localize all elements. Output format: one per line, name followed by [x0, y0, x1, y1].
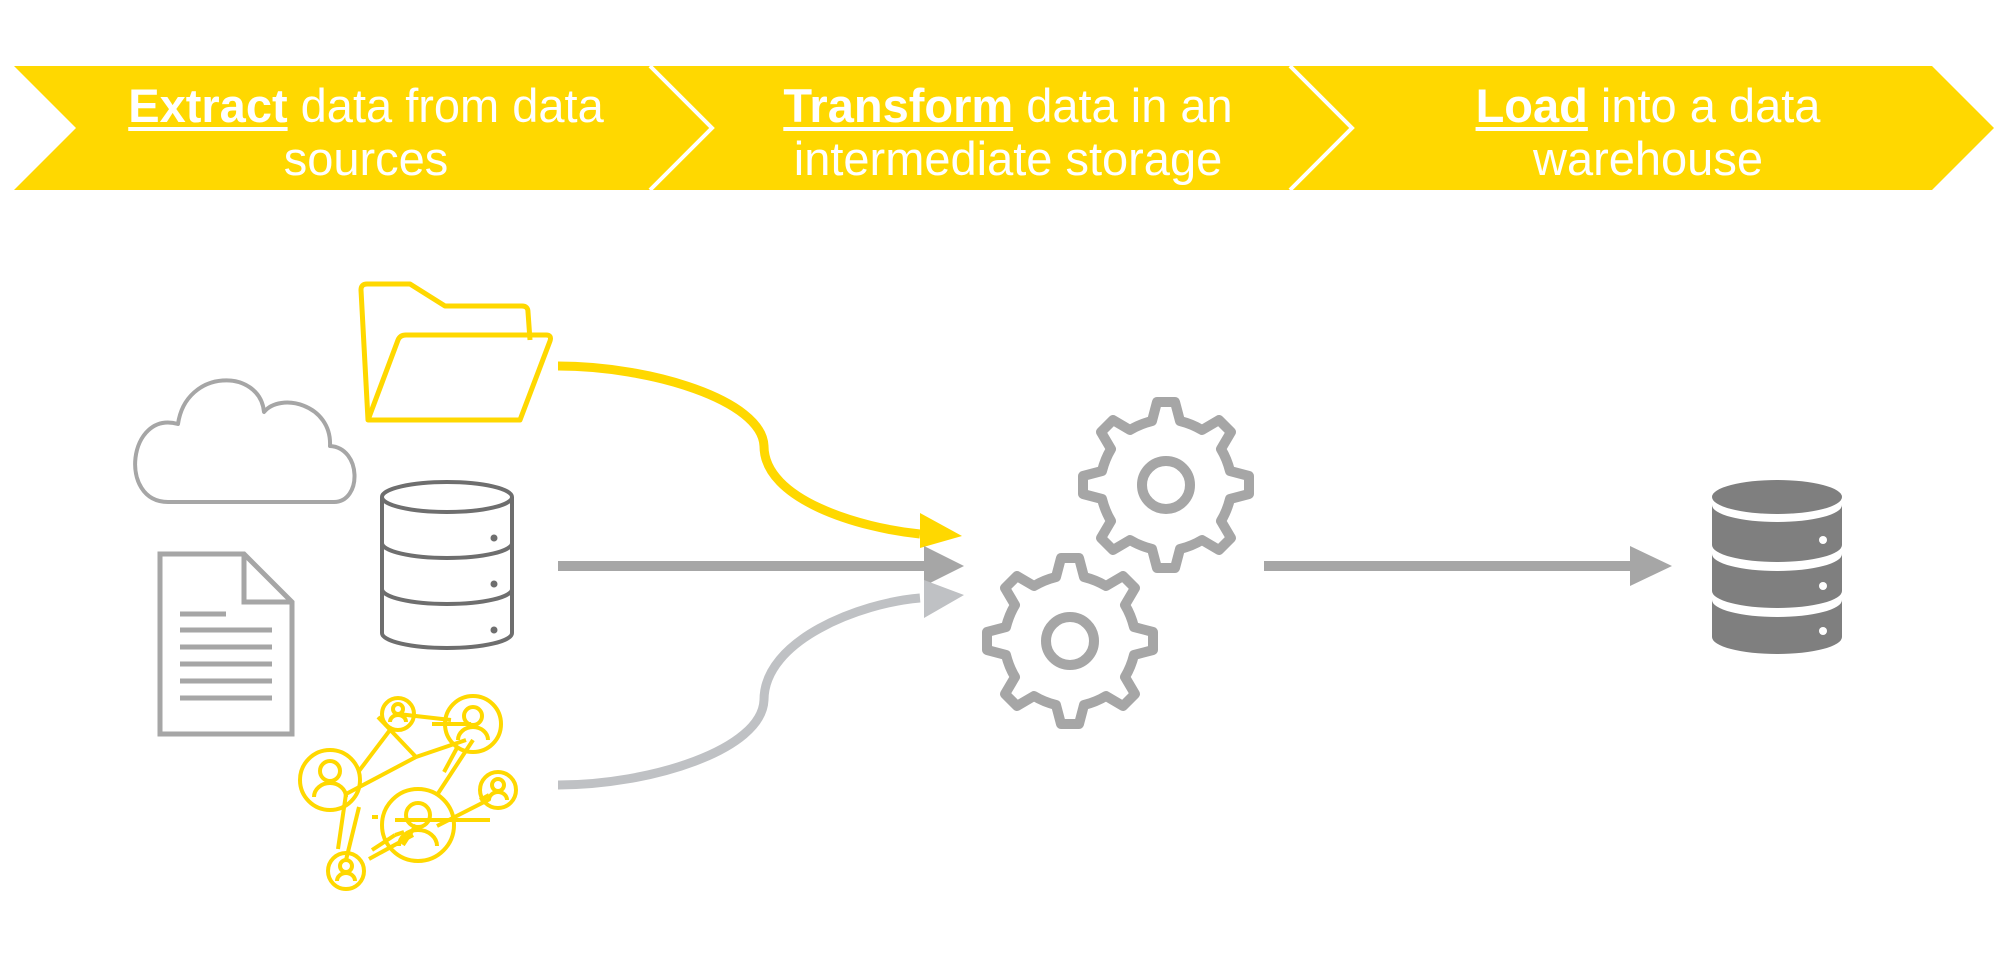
step-load-label: Load into a data warehouse: [1368, 72, 1928, 192]
arrow-gears-to-warehouse-head: [1630, 546, 1672, 586]
step-transform-keyword: Transform: [783, 79, 1014, 132]
gears-icon: [982, 397, 1254, 729]
document-icon: [157, 551, 295, 737]
chevron-extract: [14, 66, 712, 190]
chevron-load: [1292, 66, 1994, 190]
arrow-network-to-gears: [557, 593, 921, 790]
cloud-icon: [133, 378, 357, 504]
database-icon: [380, 480, 514, 650]
step-transform-description: data in an intermediate storage: [793, 79, 1233, 185]
step-extract-description: data from data sources: [283, 79, 604, 185]
step-load-keyword: Load: [1475, 79, 1588, 132]
chevron-divider-1: [648, 64, 715, 192]
step-extract-keyword: Extract: [128, 79, 288, 132]
data-warehouse-icon: [1712, 480, 1842, 654]
step-transform-label: Transform data in an intermediate storag…: [728, 72, 1288, 192]
source-arrows: [557, 361, 964, 790]
arrow-database-to-gears-head: [924, 546, 964, 586]
chevron-transform: [652, 66, 1352, 190]
social-network-icon: [298, 694, 518, 891]
folder-icon: [358, 281, 553, 423]
chevron-divider-2: [1288, 64, 1355, 192]
process-banner: [14, 64, 1994, 192]
step-extract-label: Extract data from data sources: [86, 72, 646, 192]
arrow-network-to-gears-head: [924, 580, 964, 618]
arrow-folder-to-gears-head: [920, 513, 962, 548]
step-load-description: into a data warehouse: [1533, 79, 1821, 185]
arrow-folder-to-gears: [557, 361, 921, 539]
